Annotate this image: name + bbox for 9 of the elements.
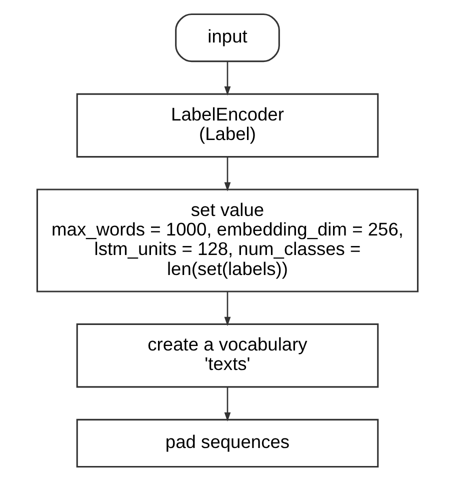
node-box: pad sequences xyxy=(76,418,379,468)
node-box: input xyxy=(175,12,280,62)
arrow xyxy=(224,291,231,326)
node-box: create a vocabulary 'texts' xyxy=(76,322,379,388)
arrow xyxy=(224,60,231,96)
arrow xyxy=(224,156,231,191)
arrow xyxy=(224,386,231,421)
node-box: LabelEncoder (Label) xyxy=(76,92,379,158)
node-box: set value max_words = 1000, embedding_dim = 256, lstm_units = 128, num_classes = len(set(labels)) xyxy=(36,188,419,292)
